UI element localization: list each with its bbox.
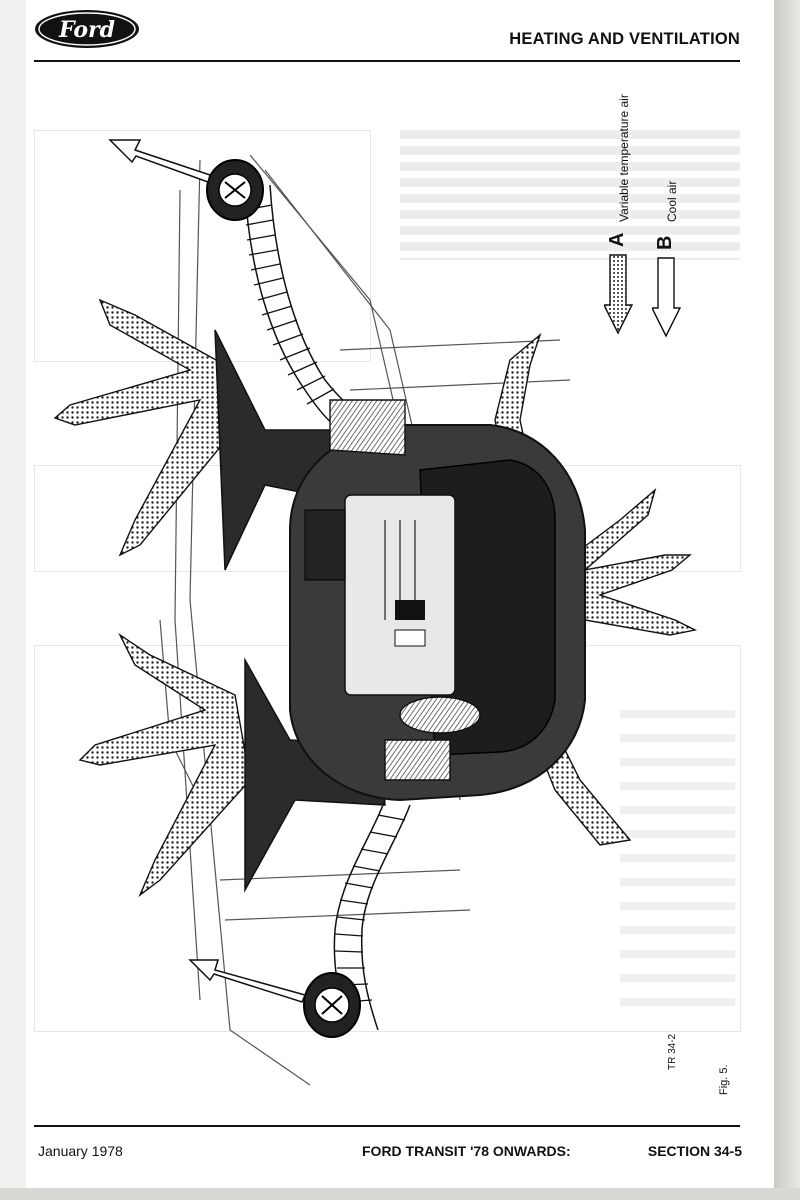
figure-code: TR 34-2: [667, 1033, 678, 1070]
footer-section: SECTION 34-5: [647, 1143, 742, 1159]
face-vent-upper: [206, 159, 264, 221]
vent-airflow-arrow-lower: [188, 959, 307, 1003]
heater-ventilation-diagram: [40, 100, 740, 1100]
figure-caption: Fig. 5.: [718, 1064, 730, 1095]
heater-switch: [395, 600, 425, 620]
page-header-title: HEATING AND VENTILATION: [509, 30, 740, 48]
face-vent-lower: [303, 972, 361, 1038]
air-flow-plume-lower-left: [78, 632, 251, 898]
page-edge-shadow: [774, 0, 800, 1200]
dotted-arrow-icon: [604, 254, 634, 335]
legend-cool-air: B Cool air: [652, 150, 692, 340]
footer-rule: [34, 1125, 740, 1127]
blower-motor-bracket: [304, 509, 346, 581]
ford-oval-icon: Ford: [35, 10, 139, 48]
legend-variable-air: A Variable temperature air: [604, 94, 644, 335]
legend-b-label: Cool air: [665, 180, 679, 222]
air-flow-plume-upper-left: [53, 298, 231, 557]
hose-coupler-upper: [329, 399, 406, 456]
header-rule: [34, 60, 740, 62]
legend-a-letter: A: [606, 232, 628, 247]
legend-a-label: Variable temperature air: [617, 94, 631, 222]
open-arrow-icon: [652, 257, 682, 338]
legend-b-letter: B: [654, 235, 676, 250]
vent-airflow-arrow-upper: [108, 139, 211, 183]
heater-assembly-illustration: [53, 139, 698, 1086]
demister-duct-lower: [244, 657, 386, 893]
page-bottom-edge: [0, 1188, 800, 1200]
footer-publication: FORD TRANSIT '78 ONWARDS:: [362, 1143, 571, 1159]
heater-housing: [289, 424, 586, 802]
footer-date: January 1978: [38, 1143, 123, 1159]
logo-text: Ford: [58, 17, 115, 43]
heater-switch-panel: [394, 629, 426, 647]
hose-coupler-lower: [384, 739, 451, 781]
ford-logo: Ford: [34, 9, 140, 49]
hose-ribs-lower: [334, 814, 406, 1003]
outlet-flange: [399, 696, 481, 734]
